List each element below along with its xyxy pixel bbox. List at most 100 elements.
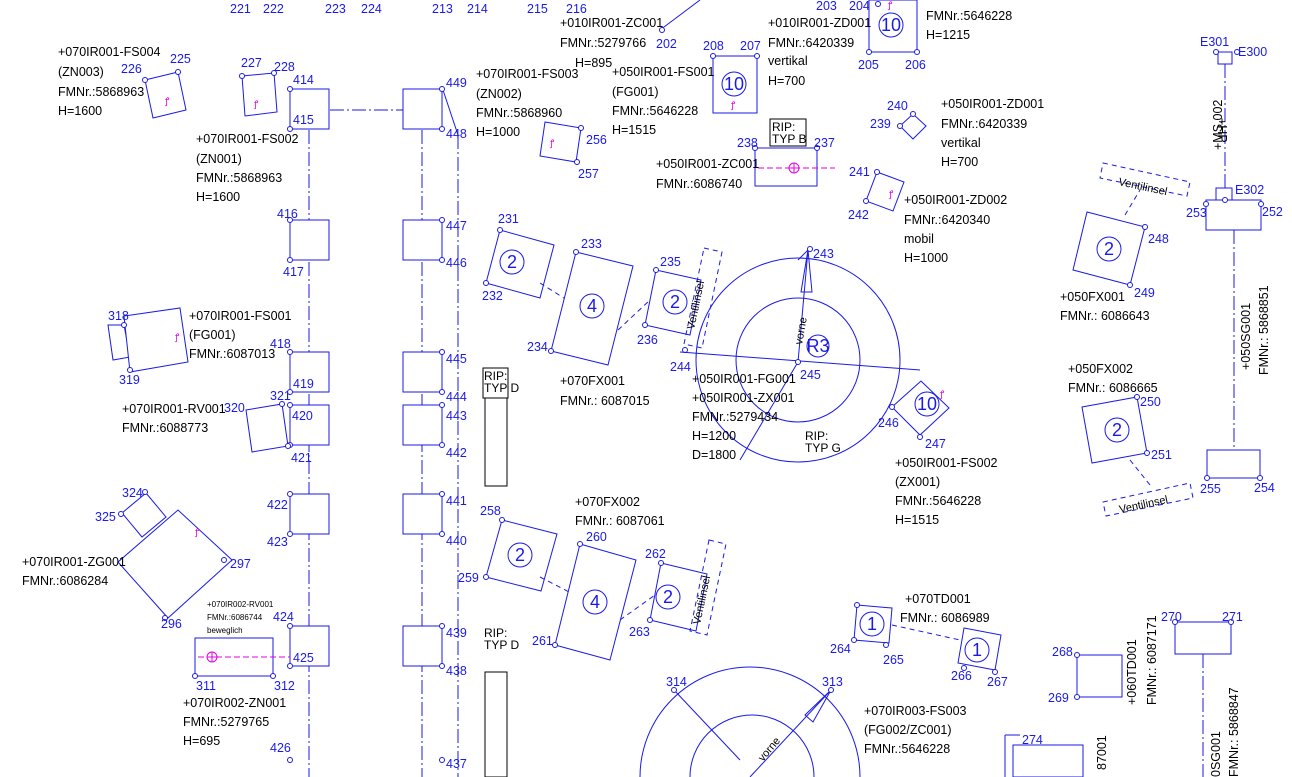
orientation-label: vorne: [756, 735, 783, 764]
svg-text:241: 241: [849, 165, 870, 179]
svg-text:+HP: +HP: [1215, 118, 1229, 143]
svg-text:+050IR001-FS001: +050IR001-FS001: [612, 65, 715, 79]
label-zg001: +070IR001-ZG001 FMNr.:6086284: [22, 555, 126, 588]
svg-text:FMNr.:5868960: FMNr.:5868960: [476, 106, 562, 120]
svg-text:254: 254: [1254, 481, 1275, 495]
svg-text:RIP:: RIP:: [805, 429, 828, 443]
svg-text:246: 246: [878, 416, 899, 430]
svg-text:FMNr.: 5868847: FMNr.: 5868847: [1227, 687, 1241, 777]
svg-text:255: 255: [1200, 482, 1221, 496]
svg-text:FMNr.: 5868851: FMNr.: 5868851: [1257, 285, 1271, 375]
svg-text:10: 10: [917, 394, 937, 414]
svg-text:(ZN001): (ZN001): [196, 152, 242, 166]
point-number: 214: [467, 2, 488, 16]
svg-text:239: 239: [870, 117, 891, 131]
rail-box: [289, 351, 330, 393]
svg-text:ꝭ: ꝭ: [888, 189, 894, 200]
svg-text:297: 297: [230, 557, 251, 571]
svg-text:262: 262: [645, 547, 666, 561]
svg-text:1: 1: [867, 614, 877, 634]
svg-text:424: 424: [273, 610, 294, 624]
svg-text:257: 257: [578, 167, 599, 181]
svg-text:226: 226: [121, 62, 142, 76]
svg-text:(ZN002): (ZN002): [476, 87, 522, 101]
rail-box: [289, 88, 330, 130]
svg-text:260: 260: [586, 530, 607, 544]
svg-text:FMNr.:6086740: FMNr.:6086740: [656, 177, 742, 191]
svg-text:321: 321: [270, 389, 291, 403]
svg-text:426: 426: [270, 741, 291, 755]
svg-text:beweglich: beweglich: [207, 626, 243, 635]
svg-text:441: 441: [446, 494, 467, 508]
svg-text:314: 314: [666, 675, 687, 689]
svg-text:263: 263: [629, 625, 650, 639]
svg-text:(ZN003): (ZN003): [58, 65, 104, 79]
svg-text:227: 227: [241, 56, 262, 70]
svg-text:H=1000: H=1000: [476, 125, 520, 139]
svg-text:251: 251: [1151, 448, 1172, 462]
rail-lines: [308, 89, 459, 777]
rotary-table-r3: R3 vorne: [679, 246, 921, 463]
svg-text:443: 443: [446, 409, 467, 423]
svg-text:+050IR001-ZC001: +050IR001-ZC001: [656, 157, 759, 171]
svg-text:TYP G: TYP G: [805, 441, 841, 455]
svg-text:445: 445: [446, 352, 467, 366]
svg-text:207: 207: [740, 39, 761, 53]
svg-text:234: 234: [527, 340, 548, 354]
svg-text:(FG001): (FG001): [189, 328, 236, 342]
svg-text:ꝭ: ꝭ: [194, 527, 200, 538]
svg-text:ꝭ: ꝭ: [939, 389, 945, 400]
label-fx002-070: +070FX002 FMNr.: 6087061: [575, 495, 665, 528]
svg-text:269: 269: [1048, 691, 1069, 705]
svg-text:H=1200: H=1200: [692, 429, 736, 443]
svg-text:ꝭ: ꝭ: [174, 332, 180, 343]
svg-text:440: 440: [446, 534, 467, 548]
rip-labels: RIP: TYP B RIP: TYP D RIP: TYP D RIP: TY…: [482, 120, 841, 652]
svg-text:416: 416: [277, 207, 298, 221]
svg-text:0SG001: 0SG001: [1209, 731, 1223, 777]
svg-text:H=1515: H=1515: [895, 513, 939, 527]
svg-text:(FG001): (FG001): [612, 85, 659, 99]
svg-text:E300: E300: [1238, 45, 1267, 59]
svg-text:448: 448: [446, 127, 467, 141]
svg-text:FMNr.: 6086643: FMNr.: 6086643: [1060, 309, 1150, 323]
point-number: 204: [849, 0, 870, 13]
svg-text:267: 267: [987, 675, 1008, 689]
label-fx002-050: +050FX002 FMNr.: 6086665: [1068, 362, 1158, 395]
svg-text:+070TD001: +070TD001: [905, 592, 971, 606]
svg-text:+050IR001-FS002: +050IR001-FS002: [895, 456, 998, 470]
label-zd001-050: +050IR001-ZD001 FMNr.:6420339 vertikal H…: [941, 97, 1044, 169]
label-fg001: +050IR001-FG001 +050IR001-ZX001 FMNr.:52…: [692, 372, 796, 462]
svg-text:250: 250: [1140, 395, 1161, 409]
svg-text:FMNr.:6420339: FMNr.:6420339: [768, 36, 854, 50]
svg-text:228: 228: [274, 60, 295, 74]
label-zc001-010: +010IR001-ZC001 FMNr.:5279766 H=895: [560, 16, 663, 70]
label-td001: +070TD001 FMNr.: 6086989: [900, 592, 990, 625]
orientation-label: vorne: [793, 316, 810, 345]
svg-text:248: 248: [1148, 232, 1169, 246]
label-fx001-070: +070FX001 FMNr.: 6087015: [560, 374, 650, 408]
svg-text:242: 242: [848, 208, 869, 222]
svg-text:240: 240: [887, 99, 908, 113]
svg-text:422: 422: [267, 498, 288, 512]
equipment-labels: +070IR001-FS004 (ZN003) FMNr.:5868963 H=…: [22, 9, 1158, 756]
label-fs002-050: +050IR001-FS002 (ZX001) FMNr.:5646228 H=…: [895, 456, 998, 527]
svg-text:259: 259: [458, 571, 479, 585]
svg-text:H=1600: H=1600: [58, 104, 102, 118]
svg-text:265: 265: [883, 653, 904, 667]
svg-text:446: 446: [446, 256, 467, 270]
svg-text:256: 256: [586, 133, 607, 147]
svg-text:+010IR001-ZD001: +010IR001-ZD001: [768, 16, 871, 30]
svg-text:vertikal: vertikal: [768, 54, 808, 68]
svg-text:+070IR001-FS003: +070IR001-FS003: [476, 67, 579, 81]
svg-text:325: 325: [95, 510, 116, 524]
svg-text:+070IR001-FS002: +070IR001-FS002: [196, 132, 299, 146]
svg-text:+070FX001: +070FX001: [560, 374, 625, 388]
svg-text:249: 249: [1134, 286, 1155, 300]
svg-text:FMNr.:6420339: FMNr.:6420339: [941, 117, 1027, 131]
svg-text:H=695: H=695: [183, 734, 220, 748]
rotary-label: R3: [806, 336, 829, 356]
svg-text:4: 4: [590, 592, 600, 612]
svg-text:+070FX002: +070FX002: [575, 495, 640, 509]
svg-text:205: 205: [858, 58, 879, 72]
